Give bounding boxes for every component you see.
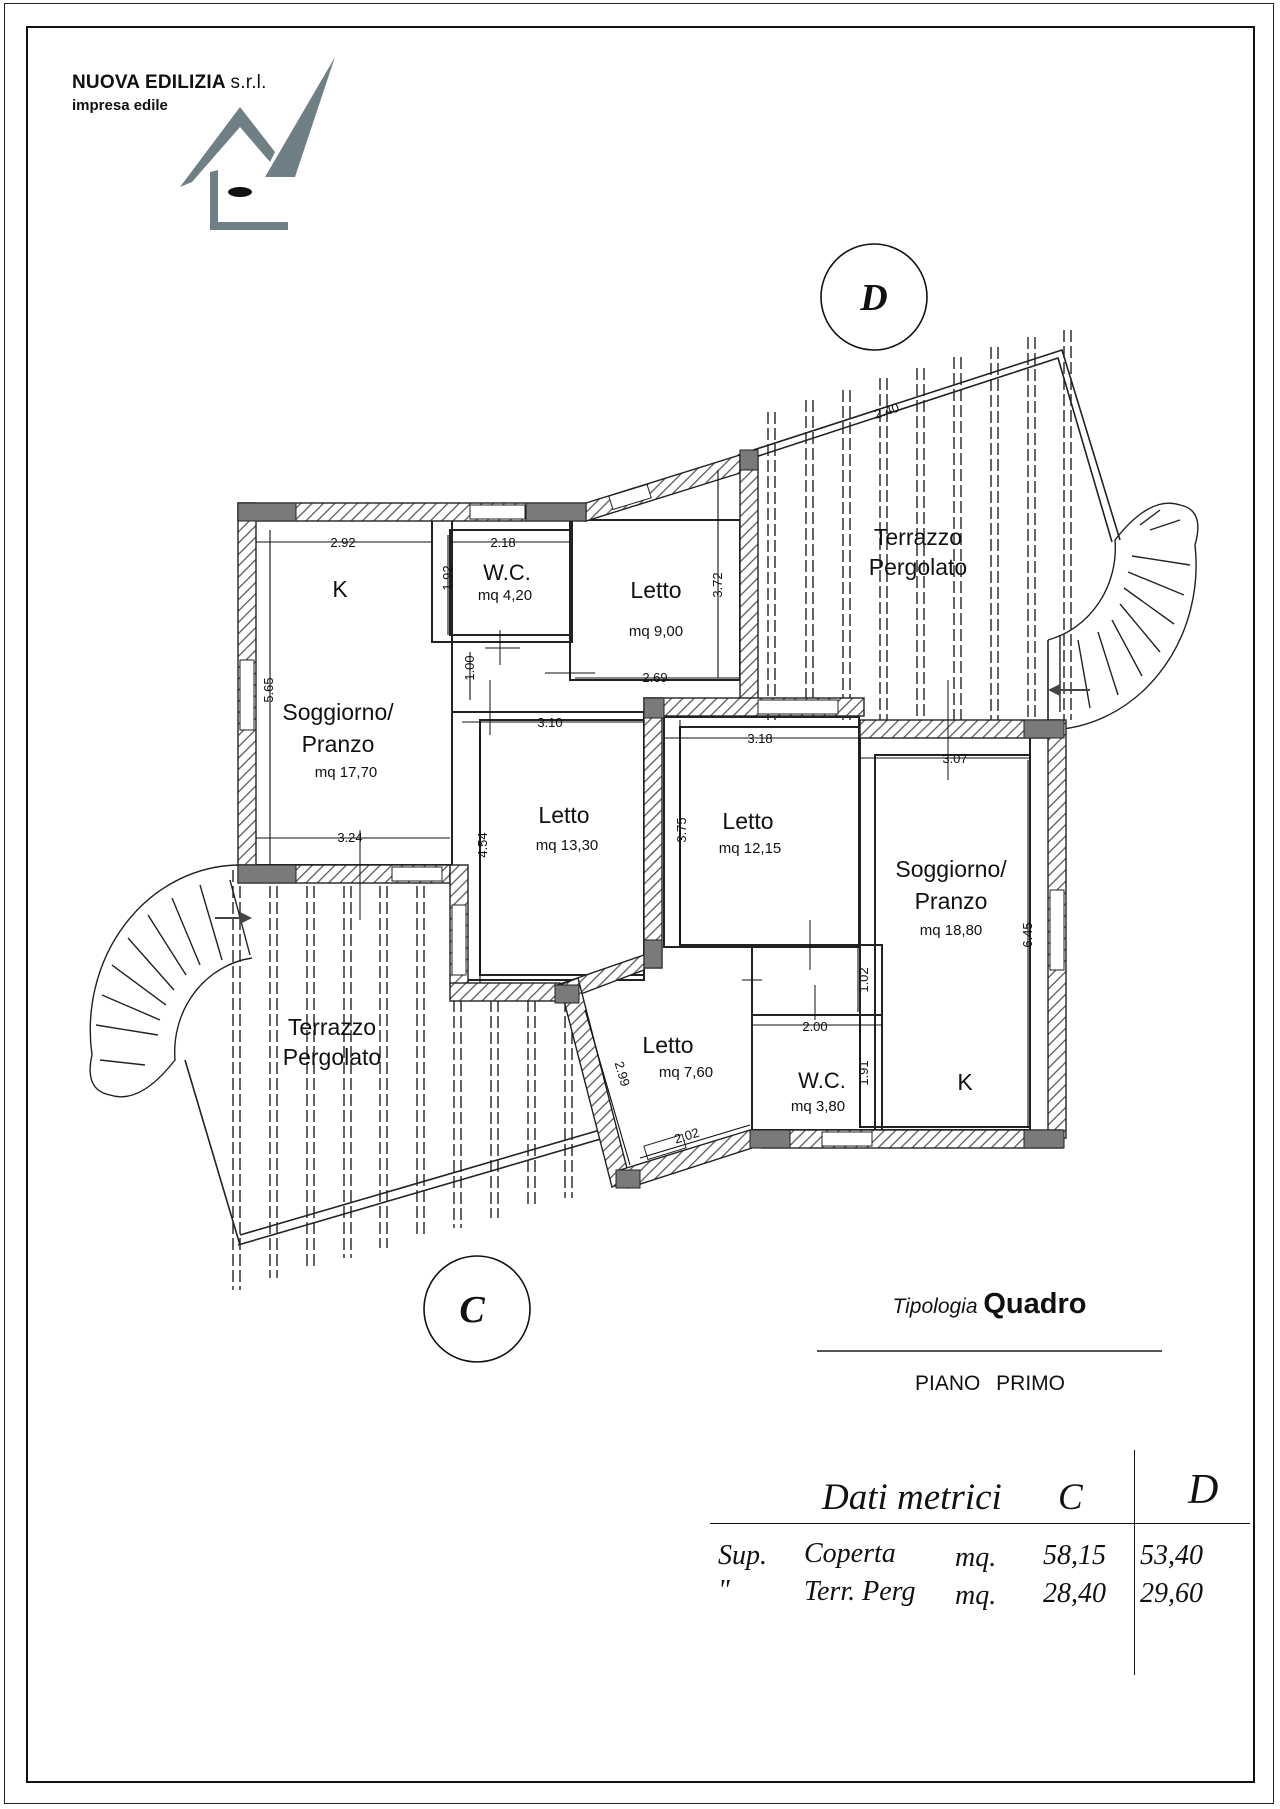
room-terrazzo-right-1: Terrazzo (874, 524, 962, 550)
room-soggiorno-left-area: mq 17,70 (315, 764, 378, 781)
room-letto-center: Letto (722, 808, 773, 834)
room-labels: K W.C. mq 4,20 Letto mq 9,00 Terrazzo Pe… (282, 524, 1007, 1115)
company-logo-icon (180, 57, 335, 230)
dim-1-00: 1.00 (462, 655, 477, 680)
room-soggiorno-right-area: mq 18,80 (920, 922, 983, 939)
typology-prefix: Tipologia (892, 1295, 978, 1318)
dim-3-07: 3.07 (942, 751, 967, 766)
pergola-beams-right (767, 330, 1072, 720)
room-letto-small-area: mq 7,60 (659, 1064, 713, 1081)
dim-3-72: 3.72 (710, 572, 725, 597)
dim-1-02: 1.02 (856, 967, 871, 992)
room-wc-bottom: W.C. (798, 1068, 846, 1093)
dim-2-40: 2.40 (872, 400, 901, 422)
company-suffix: s.r.l. (230, 72, 267, 93)
dim-1-92: 1.92 (440, 565, 455, 590)
typology-line: Tipologia Quadro (892, 1288, 1086, 1320)
dim-2-92: 2.92 (330, 535, 355, 550)
window-openings (239, 483, 1065, 1161)
dim-1-91: 1.91 (856, 1060, 871, 1085)
inner-border (26, 26, 1255, 1783)
room-letto-center-area: mq 12,15 (719, 840, 782, 857)
room-k-right: K (957, 1069, 973, 1095)
marker-c: C (423, 1255, 531, 1363)
staircase-left (89, 864, 253, 1098)
dim-2-00: 2.00 (802, 1019, 827, 1034)
room-letto-small: Letto (642, 1032, 693, 1058)
dimension-labels: 2.92 2.18 1.92 3.72 1.00 2.69 5.65 3.10 … (261, 400, 1035, 1147)
company-name-text: NUOVA EDILIZIA (72, 72, 226, 93)
dim-3-18: 3.18 (747, 731, 772, 746)
room-wc-bottom-area: mq 3,80 (791, 1098, 845, 1115)
room-soggiorno-right-1: Soggiorno/ (895, 856, 1007, 882)
dim-5-65: 5.65 (261, 677, 276, 702)
room-soggiorno-left-1: Soggiorno/ (282, 699, 394, 725)
axis-crosses (359, 630, 949, 1020)
dim-6-45: 6.45 (1020, 922, 1035, 947)
room-letto-mid-area: mq 13,30 (536, 837, 599, 854)
staircase-right (1047, 502, 1199, 731)
dim-2-99: 2.99 (612, 1060, 633, 1088)
room-letto-top-area: mq 9,00 (629, 623, 683, 640)
dim-3-24: 3.24 (337, 830, 362, 845)
room-terrazzo-left-1: Terrazzo (288, 1014, 376, 1040)
dim-2-18: 2.18 (490, 535, 515, 550)
terrace-outlines (184, 348, 1121, 1246)
room-wc-top: W.C. (483, 560, 531, 585)
room-terrazzo-left-2: Pergolato (283, 1044, 381, 1070)
dim-2-02: 2.02 (672, 1125, 701, 1147)
marker-d: D (820, 243, 928, 351)
company-subtitle: impresa edile (72, 97, 168, 114)
pergola-beams-left (232, 870, 573, 1290)
company-block: NUOVA EDILIZIA s.r.l. impresa edile (72, 72, 267, 114)
dim-3-75: 3.75 (674, 817, 689, 842)
room-letto-top: Letto (630, 577, 681, 603)
room-letto-mid: Letto (538, 802, 589, 828)
room-soggiorno-left-2: Pranzo (302, 731, 375, 757)
dim-4-54: 4.54 (475, 832, 490, 857)
marker-c-label: C (459, 1289, 485, 1331)
room-terrazzo-right-2: Pergolato (869, 554, 967, 580)
title-block: Tipologia Quadro (817, 1288, 1162, 1321)
solid-wall-blocks (237, 449, 1065, 1189)
room-wc-top-area: mq 4,20 (478, 587, 532, 604)
company-name: NUOVA EDILIZIA s.r.l. (72, 72, 267, 94)
room-k-left: K (332, 576, 348, 602)
marker-d-label: D (859, 277, 887, 319)
dim-3-10: 3.10 (537, 715, 562, 730)
room-soggiorno-right-2: Pranzo (915, 888, 988, 914)
title-divider (817, 1350, 1162, 1352)
dimension-lines (256, 470, 1030, 1166)
floor-label: PIANO PRIMO (914, 1372, 1066, 1395)
typology-name: Quadro (983, 1288, 1087, 1320)
outer-border (4, 3, 1274, 1804)
dim-2-69: 2.69 (642, 670, 667, 685)
interior-walls (251, 519, 1031, 1136)
